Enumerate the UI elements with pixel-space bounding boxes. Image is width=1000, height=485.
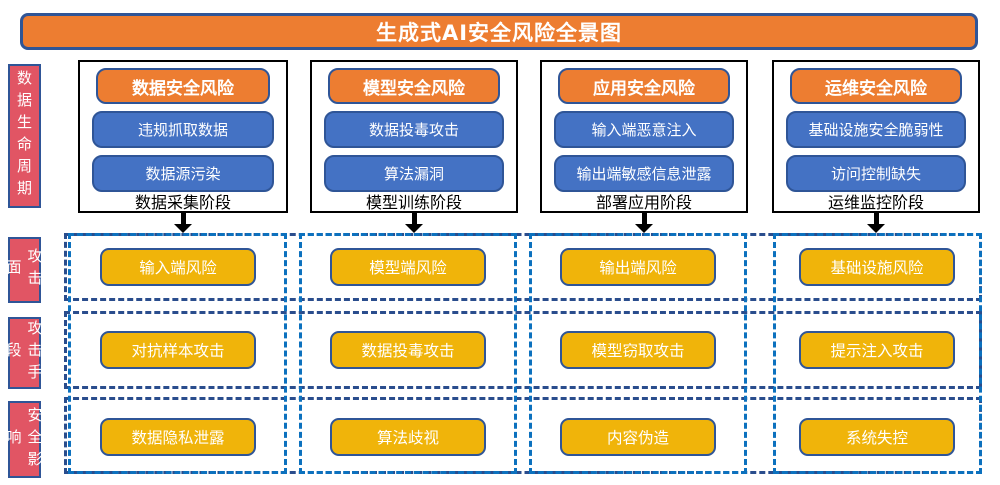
risk-item: 访问控制缺失 — [786, 155, 966, 192]
side-label-attack-surface: 攻击面 — [5, 237, 44, 303]
matrix-cell: 提示注入攻击 — [799, 331, 955, 369]
down-arrow-icon — [404, 213, 424, 233]
stage-box-data: 数据安全风险 违规抓取数据 数据源污染 数据采集阶段 — [78, 60, 288, 213]
matrix-cell: 模型端风险 — [330, 248, 486, 286]
matrix-cell: 对抗样本攻击 — [100, 331, 256, 369]
matrix-cell: 数据投毒攻击 — [330, 331, 486, 369]
matrix-cell: 算法歧视 — [330, 418, 486, 456]
down-arrow-icon — [634, 213, 654, 233]
matrix-cell: 输入端风险 — [100, 248, 256, 286]
matrix-cell: 模型窃取攻击 — [560, 331, 716, 369]
side-label-data-lifecycle: 数据生命周期 — [8, 64, 41, 208]
stage-box-application: 应用安全风险 输入端恶意注入 输出端敏感信息泄露 部署应用阶段 — [540, 60, 748, 213]
phase-label-model-training: 模型训练阶段 — [365, 193, 462, 212]
stage-header-application-security: 应用安全风险 — [558, 68, 730, 104]
stage-header-data-security: 数据安全风险 — [96, 68, 270, 104]
stage-header-model-security: 模型安全风险 — [328, 68, 500, 104]
stage-box-operations: 运维安全风险 基础设施安全脆弱性 访问控制缺失 运维监控阶段 — [772, 60, 980, 213]
side-label-attack-method: 攻击手段 — [5, 317, 44, 389]
matrix-cell: 系统失控 — [799, 418, 955, 456]
risk-item: 违规抓取数据 — [92, 111, 274, 148]
stage-box-model: 模型安全风险 数据投毒攻击 算法漏洞 模型训练阶段 — [310, 60, 518, 213]
matrix-cell: 数据隐私泄露 — [100, 418, 256, 456]
risk-item: 输入端恶意注入 — [554, 111, 734, 148]
risk-item: 输出端敏感信息泄露 — [554, 155, 734, 192]
risk-item: 数据投毒攻击 — [324, 111, 504, 148]
matrix-cell: 输出端风险 — [560, 248, 716, 286]
phase-label-data-collection: 数据采集阶段 — [134, 193, 231, 212]
phase-label-operations-monitoring: 运维监控阶段 — [827, 193, 924, 212]
phase-label-deployment: 部署应用阶段 — [595, 193, 692, 212]
side-label-security-impact: 安全影响 — [5, 401, 44, 478]
matrix-cell: 内容伪造 — [560, 418, 716, 456]
down-arrow-icon — [173, 213, 193, 233]
column-outline-data — [68, 233, 287, 474]
risk-item: 算法漏洞 — [324, 155, 504, 192]
diagram-title: 生成式AI安全风险全景图 — [20, 13, 978, 50]
column-outline-application — [529, 233, 747, 474]
stage-header-operations-security: 运维安全风险 — [790, 68, 962, 104]
risk-item: 基础设施安全脆弱性 — [786, 111, 966, 148]
column-outline-model — [299, 233, 517, 474]
matrix-cell: 基础设施风险 — [799, 248, 955, 286]
risk-item: 数据源污染 — [92, 155, 274, 192]
column-outline-operations — [773, 233, 982, 474]
down-arrow-icon — [866, 213, 886, 233]
